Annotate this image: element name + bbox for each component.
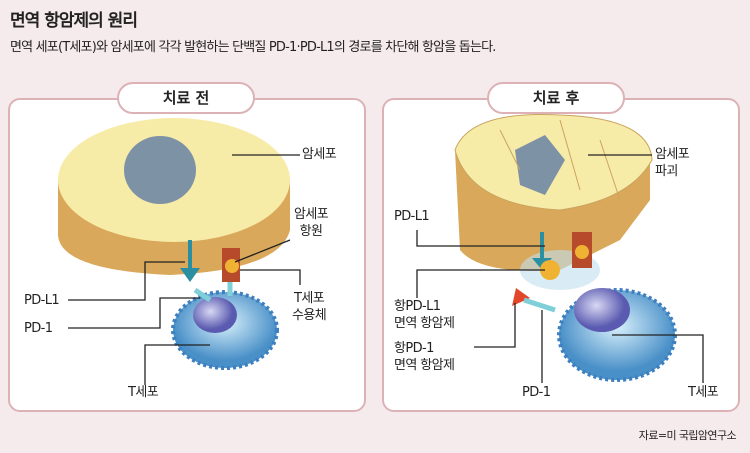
cancer-cell-before — [58, 118, 290, 275]
pd-l1-icon — [180, 240, 200, 282]
label-cancer-cell: 암세포 — [302, 147, 337, 162]
t-cell-before — [171, 290, 279, 370]
source-credit: 자료=미 국립암연구소 — [638, 429, 737, 442]
label-t-cell-after: T세포 — [688, 385, 719, 400]
label-t-cell-before: T세포 — [128, 385, 159, 400]
label-pd-1-before: PD-1 — [24, 321, 53, 336]
anti-pd-1-icon — [512, 288, 530, 306]
cancer-cell-after — [454, 113, 653, 271]
before-heading: 치료 전 — [117, 82, 255, 114]
t-cell-after — [557, 288, 677, 382]
label-pd-1-after: PD-1 — [522, 385, 551, 400]
label-anti-pd-l1: 항PD-L1 면역 항암제 — [394, 299, 455, 331]
anti-pd-l1-icon — [540, 260, 560, 280]
label-antigen: 암세포 항원 — [294, 207, 329, 239]
label-t-cell-receptor: T세포 수용체 — [292, 291, 327, 323]
page-title: 면역 항암제의 원리 — [10, 11, 138, 31]
after-heading: 치료 후 — [487, 82, 625, 114]
label-pd-l1-before: PD-L1 — [24, 293, 60, 308]
label-pd-l1-after: PD-L1 — [394, 209, 430, 224]
label-anti-pd-1: 항PD-1 면역 항암제 — [394, 341, 455, 373]
subtitle: 면역 세포(T세포)와 암세포에 각각 발현하는 단백질 PD-1·PD-L1의… — [10, 40, 496, 55]
label-cancer-destroyed: 암세포 파괴 — [655, 147, 690, 179]
